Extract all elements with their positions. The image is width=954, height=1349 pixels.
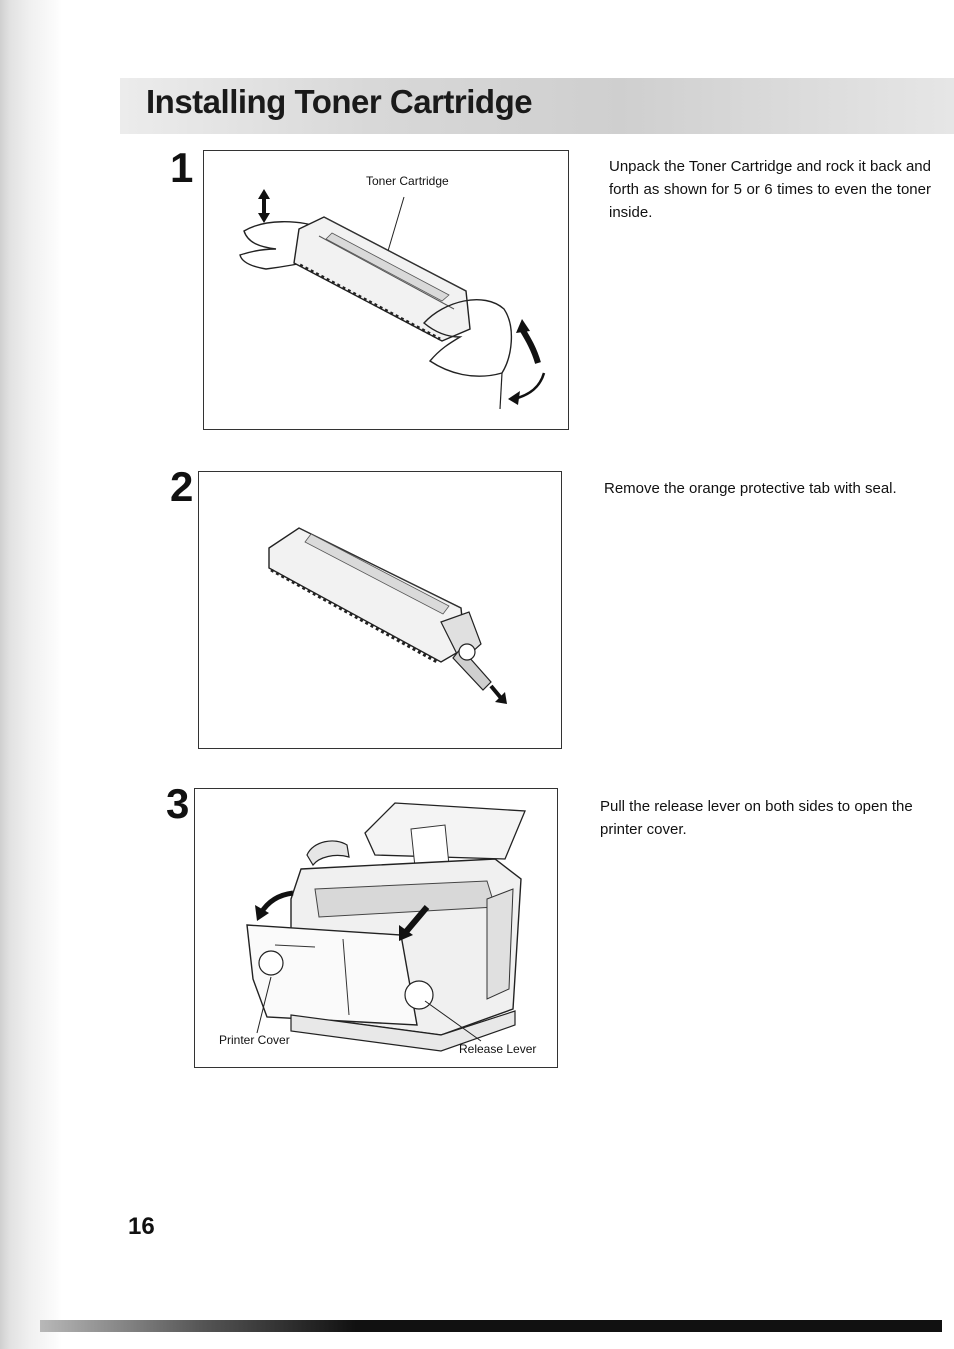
page-number: 16 [128, 1213, 155, 1240]
step-1-illustration: Toner Cartridge [203, 150, 569, 430]
toner-cartridge-label: Toner Cartridge [366, 174, 449, 188]
step-2-number: 2 [170, 463, 194, 510]
printer-cover-label: Printer Cover [219, 1033, 290, 1047]
step-3-illustration: Printer Cover Release Lever [194, 788, 558, 1068]
step-1-number: 1 [170, 144, 194, 191]
title-band [120, 78, 954, 134]
printer-cover-open-illustration [246, 802, 526, 1052]
step-3-number: 3 [166, 780, 190, 827]
step-1-description: Unpack the Toner Cartridge and rock it b… [609, 158, 931, 221]
page-title: Installing Toner Cartridge [146, 83, 533, 120]
protective-tab-removal-illustration [268, 527, 507, 704]
page-binding-shadow [0, 0, 62, 1349]
step-2-illustration [198, 471, 562, 749]
page-bottom-edge [40, 1320, 942, 1332]
release-lever-label: Release Lever [459, 1042, 537, 1056]
toner-cartridge-rock-illustration [239, 189, 546, 410]
step-2-description: Remove the orange protective tab with se… [604, 480, 897, 497]
step-3-description: Pull the release lever on both sides to … [600, 798, 913, 838]
